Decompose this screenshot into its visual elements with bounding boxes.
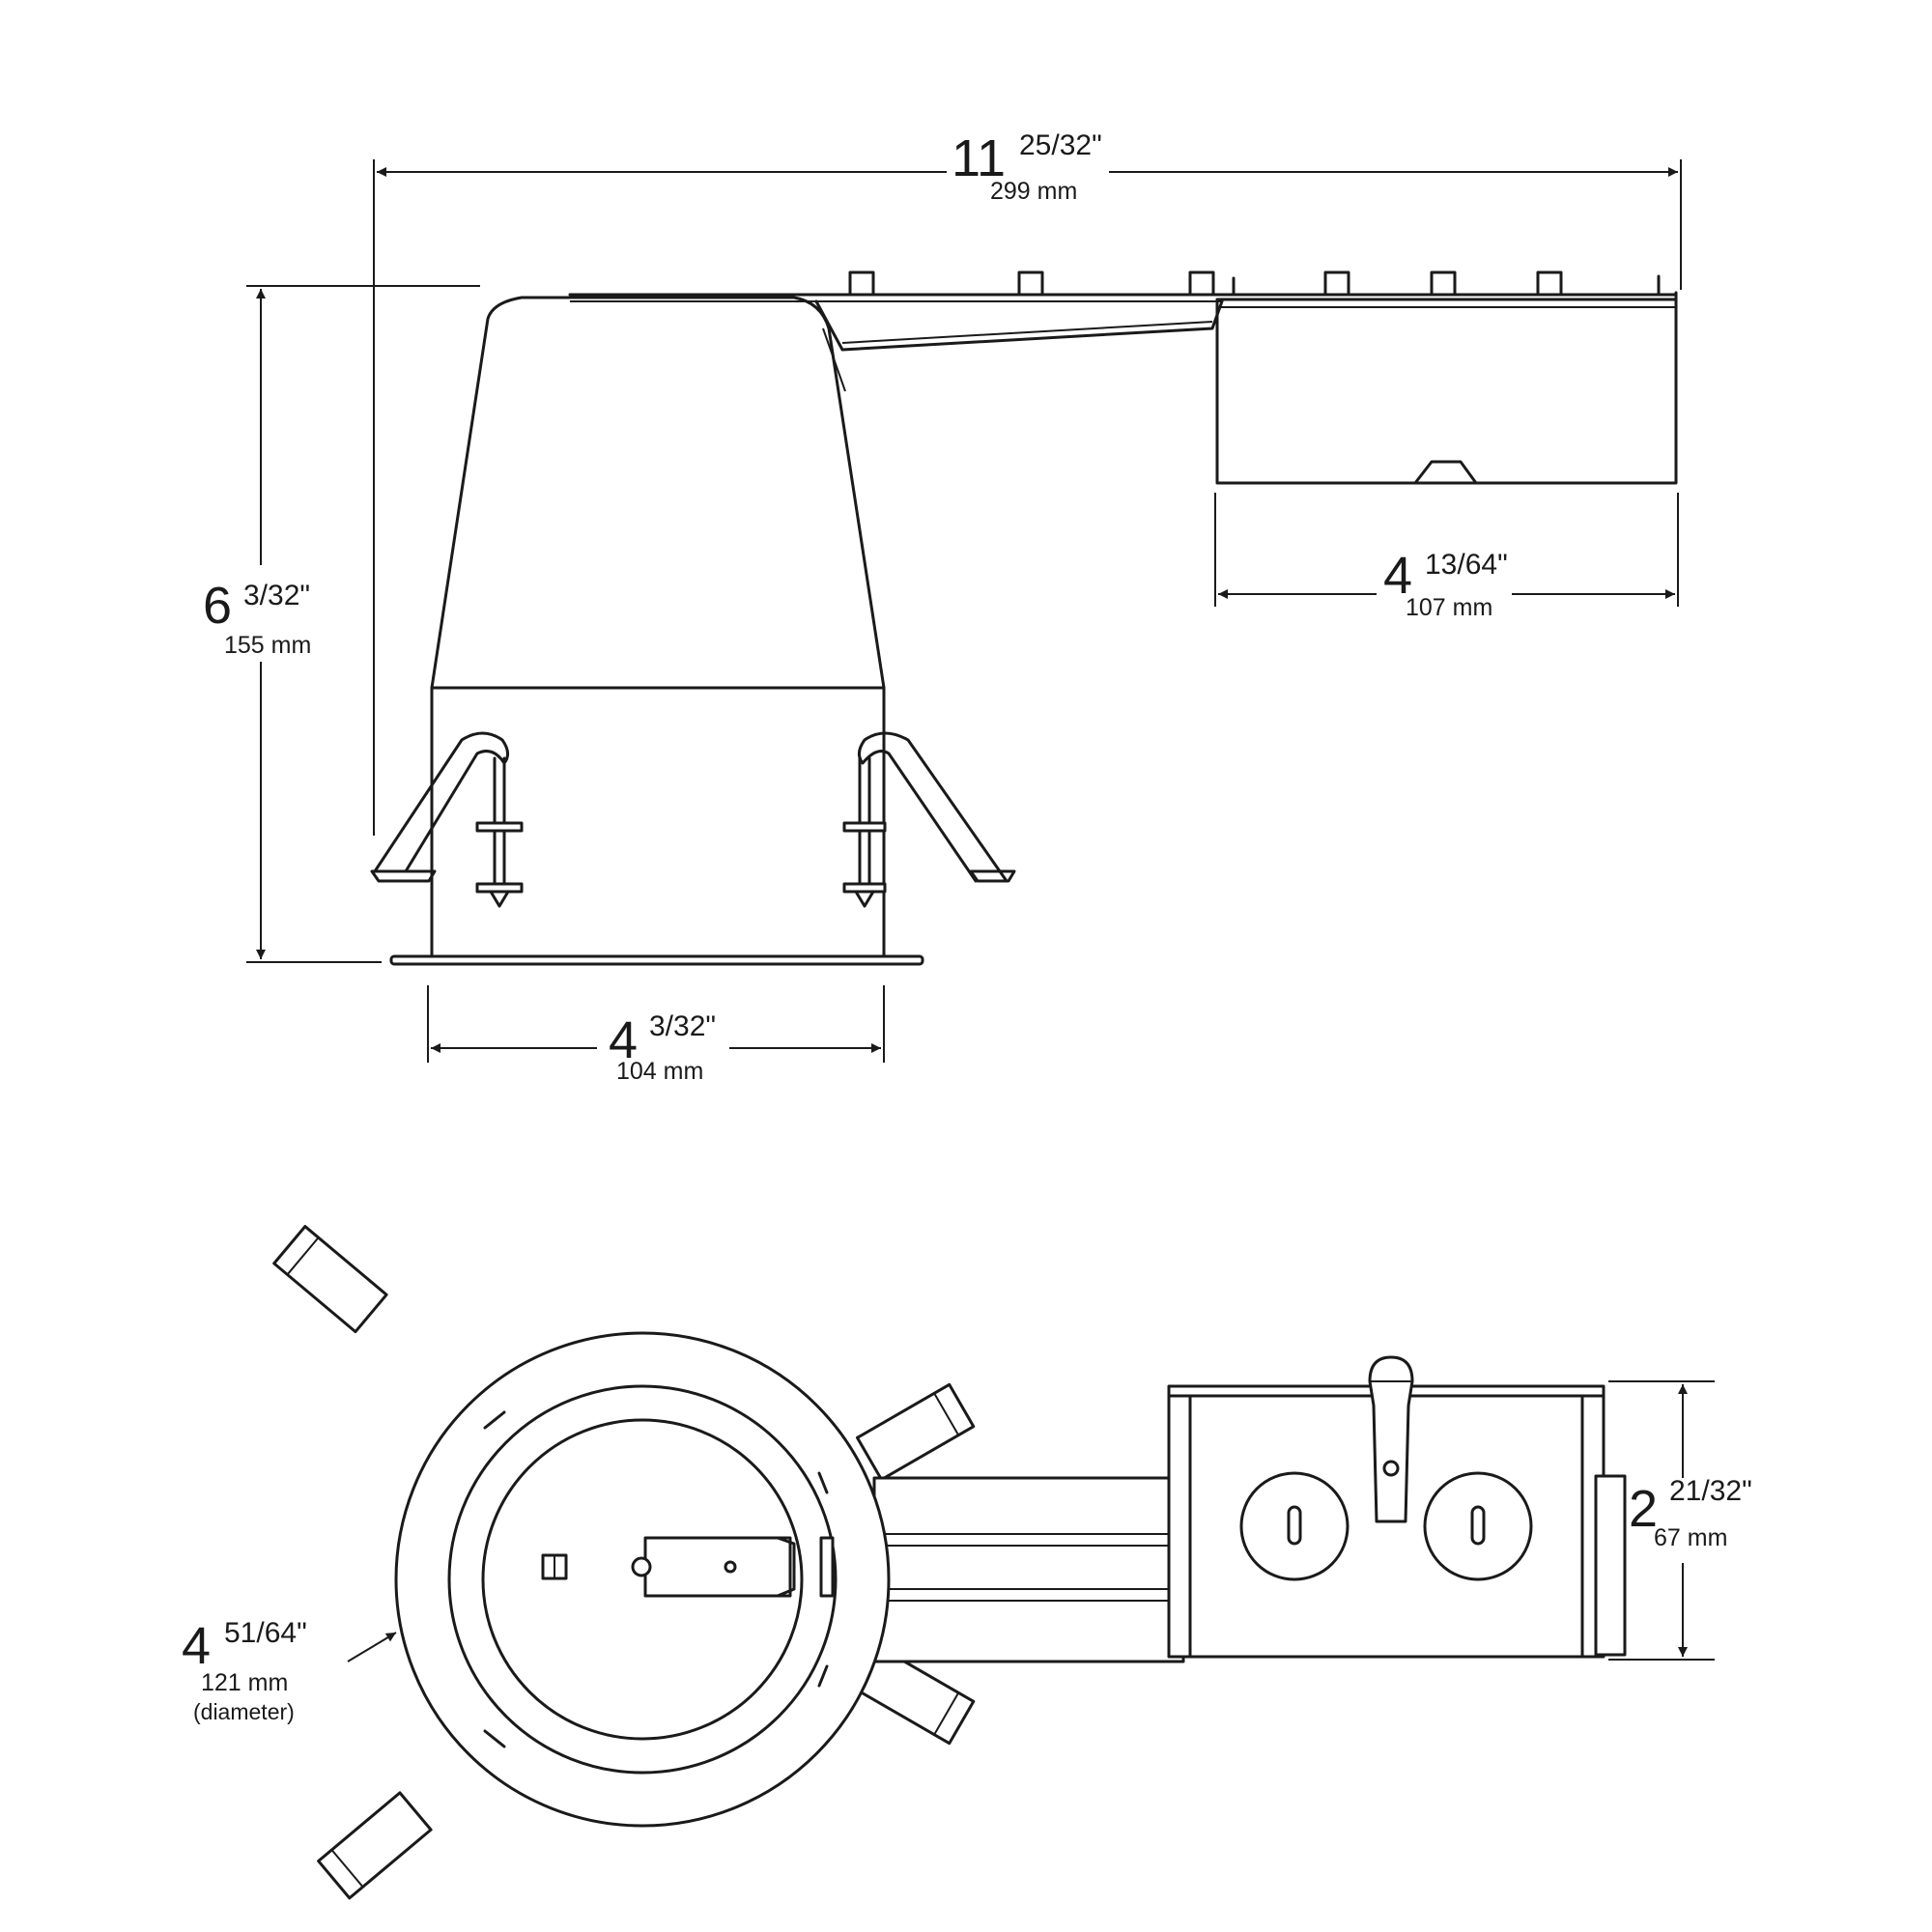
side-view: 11 25/32" 299 mm 6 3/32" 155 mm 4 13/64"… (203, 129, 1682, 1085)
mounting-clip-right (842, 731, 1016, 908)
trim-diameter-note: (diameter) (193, 1699, 295, 1724)
trim-circle (394, 1331, 891, 1828)
bracket-channel (872, 1476, 1185, 1663)
junction-box-length-metric: 107 mm (1406, 594, 1492, 621)
junction-box-length-whole: 4 (1383, 547, 1412, 605)
trim-diameter-whole: 4 (182, 1617, 211, 1675)
junction-box-width-metric: 67 mm (1654, 1524, 1727, 1551)
socket-plate (541, 1536, 835, 1598)
support-bracket (814, 299, 1224, 352)
ground-clip (1368, 1355, 1414, 1523)
height-whole: 6 (203, 577, 232, 635)
top-view: 2 21/32" 67 mm 4 51/64" 121 mm (diameter… (182, 1225, 1752, 1900)
junction-box-width-whole: 2 (1629, 1480, 1658, 1538)
housing-can (430, 296, 886, 958)
clip-arm-lower-left (317, 1791, 433, 1900)
trim-diameter-metric: 121 mm (201, 1669, 288, 1696)
junction-box-width-dimension: 2 21/32" 67 mm (1608, 1380, 1752, 1661)
overall-length-dimension: 11 25/32" 299 mm (373, 129, 1682, 836)
overall-length-metric: 299 mm (990, 178, 1077, 205)
junction-box-width-fraction: 21/32" (1669, 1475, 1752, 1507)
height-fraction: 3/32" (243, 580, 310, 611)
clip-arm-upper-right (856, 1382, 976, 1482)
aperture-width-whole: 4 (609, 1011, 638, 1069)
height-metric: 155 mm (224, 632, 311, 659)
clip-arm-upper-left (272, 1225, 388, 1334)
aperture-width-dimension: 4 3/32" 104 mm (427, 985, 885, 1085)
height-dimension: 6 3/32" 155 mm (203, 285, 480, 963)
junction-box-length-dimension: 4 13/64" 107 mm (1214, 493, 1679, 621)
mounting-clip-left (370, 731, 524, 908)
junction-box-side (1215, 298, 1678, 485)
knockout-right (1423, 1471, 1533, 1581)
aperture-width-metric: 104 mm (616, 1058, 703, 1085)
junction-box-length-fraction: 13/64" (1425, 549, 1508, 581)
overall-length-whole: 11 (952, 129, 1006, 187)
rail-tabs (848, 270, 1661, 297)
overall-length-fraction: 25/32" (1019, 129, 1102, 161)
housing-flange (389, 954, 924, 966)
trim-diameter-fraction: 51/64" (224, 1617, 307, 1649)
trim-diameter-callout: 4 51/64" 121 mm (diameter) (182, 1617, 397, 1724)
aperture-width-fraction: 3/32" (649, 1010, 716, 1042)
junction-box-top (1167, 1355, 1627, 1659)
knockout-left (1239, 1471, 1350, 1581)
